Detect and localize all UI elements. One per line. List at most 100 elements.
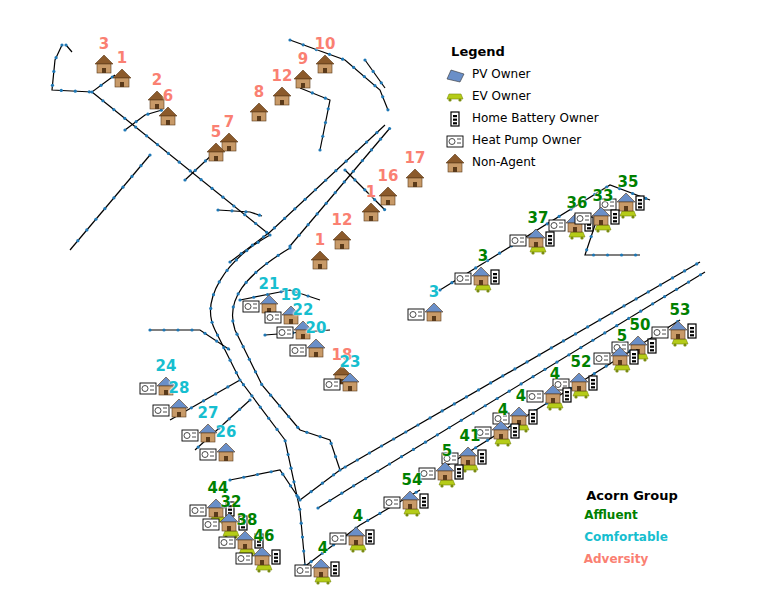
legend-entry: EV Owner — [472, 90, 531, 102]
bus-dot — [311, 91, 314, 94]
bus-dot — [330, 442, 333, 445]
bus-dot — [209, 307, 212, 310]
bus-dot — [375, 131, 378, 134]
bus-dot — [695, 262, 698, 265]
bus-dot — [310, 490, 313, 493]
group-name: Comfortable — [584, 531, 668, 543]
bus-dot — [465, 395, 468, 398]
bus-dot — [675, 288, 678, 291]
bus-dot — [474, 446, 477, 449]
house-number: 19 — [281, 288, 302, 303]
house-number: 5 — [617, 329, 627, 344]
bus-dot — [366, 519, 369, 522]
house-icon — [379, 187, 397, 205]
house-number: 50 — [630, 318, 651, 333]
bus-dot — [190, 328, 193, 331]
house-number: 7 — [224, 115, 234, 130]
house-number: 4 — [353, 509, 363, 524]
bus-dot — [270, 470, 273, 473]
house-number: 4 — [318, 541, 328, 556]
bus-dot — [202, 399, 205, 402]
bus-dot — [343, 168, 346, 171]
bus-dot — [605, 365, 608, 368]
bus-dot — [278, 404, 281, 407]
bus-dot — [592, 253, 595, 256]
house-number: 33 — [593, 189, 614, 204]
bus-dot — [635, 297, 638, 300]
bus-dot — [460, 419, 463, 422]
bus-dot — [254, 370, 257, 373]
bus-dot — [238, 408, 241, 411]
bus-dot — [263, 333, 266, 336]
bus-dot — [112, 196, 115, 199]
bus-dot — [324, 179, 327, 182]
bus-dot — [373, 84, 376, 87]
house-number: 41 — [460, 429, 481, 444]
bus-dot — [250, 394, 253, 397]
house-number: 5 — [211, 125, 221, 140]
group-name: Affluent — [584, 509, 638, 521]
house-icon — [324, 373, 359, 391]
legend-sample — [451, 112, 459, 126]
bus-dot — [260, 383, 263, 386]
bus-dot — [318, 148, 321, 151]
bus-dot — [289, 484, 292, 487]
group-heading: Acorn Group — [586, 489, 677, 502]
bus-dot — [99, 84, 102, 87]
house-number: 26 — [216, 425, 237, 440]
bus-dot — [321, 482, 324, 485]
bus-dot — [85, 228, 88, 231]
bus-dot — [304, 198, 307, 201]
house-icon — [362, 203, 380, 221]
house-icon — [220, 133, 238, 151]
bus-dot — [121, 186, 124, 189]
legend-sample — [447, 136, 463, 147]
bus-dot — [352, 484, 355, 487]
bus-dot — [248, 398, 251, 401]
bus-dot — [242, 383, 245, 386]
bus-dot — [519, 382, 522, 385]
bus-dot — [237, 292, 240, 295]
bus-dot — [101, 99, 104, 102]
bus-dot — [501, 374, 504, 377]
legend-entry: Heat Pump Owner — [472, 134, 581, 146]
house-number: 21 — [259, 277, 280, 292]
bus-dot — [644, 197, 647, 200]
bus-dot — [265, 262, 268, 265]
bus-dot — [380, 444, 383, 447]
legend-sample — [447, 70, 464, 82]
house-number: 54 — [402, 473, 423, 488]
house-icon — [290, 339, 325, 357]
bus-dot — [256, 241, 259, 244]
bus-dot — [148, 328, 151, 331]
bus-dot — [235, 258, 238, 261]
bus-dot — [197, 445, 200, 448]
bus-dot — [252, 296, 255, 299]
bus-dot — [156, 143, 159, 146]
bus-dot — [634, 253, 637, 256]
house-icon — [330, 527, 374, 553]
bus-dot — [52, 70, 55, 73]
bus-dot — [225, 269, 228, 272]
bus-dot — [178, 161, 181, 164]
bus-dot — [112, 108, 115, 111]
bus-dot — [441, 409, 444, 412]
house-number: 4 — [550, 367, 560, 382]
bus-dot — [94, 218, 97, 221]
bus-dot — [647, 290, 650, 293]
bus-dot — [671, 276, 674, 279]
bus-dot — [216, 334, 219, 337]
bus-dot — [489, 381, 492, 384]
bus-dot — [289, 467, 292, 470]
house-icon — [594, 347, 638, 373]
house-icon — [311, 251, 329, 269]
house-number: 2 — [152, 73, 162, 88]
bus-dot — [123, 117, 126, 120]
bus-dot — [590, 235, 593, 238]
house-icon — [384, 491, 428, 517]
house-number: 17 — [405, 151, 426, 166]
